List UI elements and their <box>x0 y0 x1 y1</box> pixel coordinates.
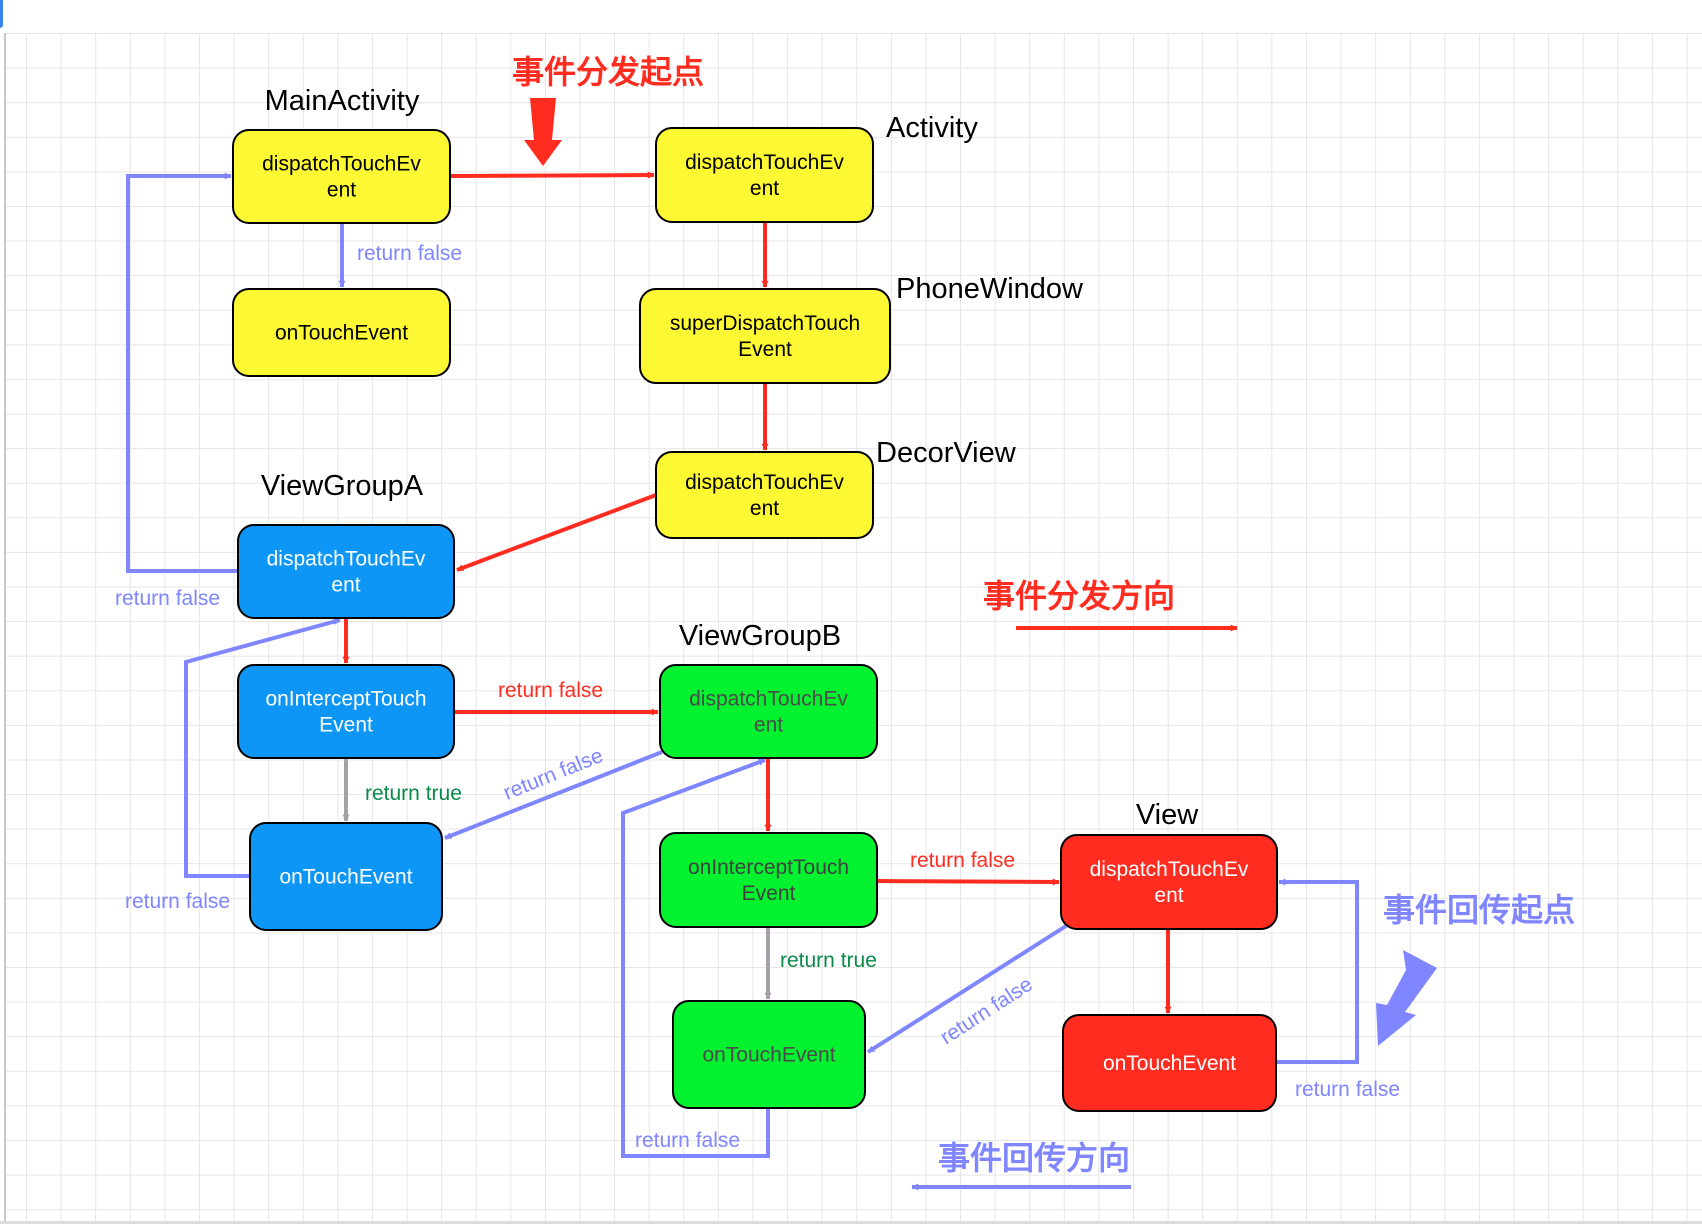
edge-view-to-vgb-ontouch <box>866 924 1068 1054</box>
node-label: ent <box>331 574 360 597</box>
node-view-ontouch: onTouchEvent <box>1062 1014 1277 1112</box>
edge-vgb-intercept-to-view <box>876 878 1060 886</box>
label-main-activity: MainActivity <box>265 85 420 117</box>
edge-view-ontouch-to-view-dispatch <box>1276 878 1359 1064</box>
title-return-start: 事件回传起点 <box>1383 891 1575 929</box>
node-box <box>655 451 874 539</box>
node-box <box>1060 834 1278 930</box>
edge-decor-to-vga <box>456 493 657 572</box>
title-return-direction: 事件回传方向 <box>938 1139 1130 1177</box>
node-box <box>237 524 455 619</box>
node-vgb-dispatch: dispatchTouchEv ent <box>659 664 878 759</box>
node-label: onTouchEvent <box>702 1044 835 1067</box>
node-box <box>639 288 891 384</box>
edge-label-view-to-vgb-return-false: return false <box>936 973 1037 1050</box>
return-start-arrow-icon <box>1376 950 1437 1046</box>
node-label: ent <box>327 179 356 202</box>
node-main-dispatch: dispatchTouchEv ent <box>232 129 451 224</box>
edge-label-vgb-intercept-return-false: return false <box>910 849 1015 872</box>
label-view-group-b: ViewGroupB <box>679 620 841 652</box>
node-vga-ontouch: onTouchEvent <box>249 822 443 931</box>
node-box <box>655 127 874 223</box>
edge-label-vgb-return-true: return true <box>780 949 877 972</box>
node-box <box>672 1000 866 1109</box>
node-decor-dispatch: dispatchTouchEv ent <box>655 451 874 539</box>
edge-vgb-to-vga-ontouch <box>444 750 663 840</box>
edge-vgb-ontouch-to-vgb-dispatch <box>621 758 770 1158</box>
node-label: onTouchEvent <box>1103 1052 1236 1075</box>
edge-vga-ontouch-to-vga-dispatch <box>184 618 341 878</box>
window-tab-edge <box>0 0 3 28</box>
node-activity-dispatch: dispatchTouchEv ent <box>655 127 874 223</box>
label-decor-view: DecorView <box>876 437 1017 469</box>
edge-label-vga-dispatch-return-false: return false <box>115 587 220 610</box>
node-label: ent <box>750 177 779 200</box>
node-label: ent <box>754 714 783 737</box>
label-view-group-a: ViewGroupA <box>261 470 424 502</box>
edge-label-vga-intercept-return-false: return false <box>498 679 603 702</box>
node-vgb-ontouch: onTouchEvent <box>672 1000 866 1109</box>
node-box <box>237 664 455 759</box>
node-label: ent <box>1154 884 1183 907</box>
node-label: dispatchTouchEv <box>1090 858 1249 881</box>
node-label: dispatchTouchEv <box>685 471 844 494</box>
node-label: Event <box>738 338 792 361</box>
node-vga-dispatch: dispatchTouchEv ent <box>237 524 455 619</box>
canvas-bottom-border <box>0 1221 1702 1224</box>
node-label: Event <box>742 882 796 905</box>
label-view: View <box>1136 799 1199 831</box>
node-label: dispatchTouchEv <box>685 151 844 174</box>
node-label: ent <box>750 497 779 520</box>
node-label: dispatchTouchEv <box>689 688 848 711</box>
node-box <box>1062 1014 1277 1112</box>
label-activity: Activity <box>886 112 978 144</box>
title-dispatch-start: 事件分发起点 <box>512 53 704 91</box>
node-label: superDispatchTouch <box>670 312 860 335</box>
title-dispatch-direction: 事件分发方向 <box>983 577 1175 615</box>
edge-label-main-return-false: return false <box>357 242 462 265</box>
node-label: Event <box>319 714 373 737</box>
node-box <box>659 832 878 928</box>
edge-label-vga-return-true: return true <box>365 782 462 805</box>
edge-main-to-activity <box>449 171 655 179</box>
node-label: onTouchEvent <box>275 322 408 345</box>
canvas-left-border <box>4 33 6 1224</box>
node-box <box>249 822 443 931</box>
node-view-dispatch: dispatchTouchEv ent <box>1060 834 1278 930</box>
edge-label-vga-ontouch-return-false: return false <box>125 890 230 913</box>
edge-vga-to-main-return <box>126 172 238 573</box>
node-label: onTouchEvent <box>279 866 412 889</box>
node-box <box>659 664 878 759</box>
node-box <box>232 288 451 377</box>
node-label: dispatchTouchEv <box>262 153 421 176</box>
window-top-bar <box>0 0 1702 33</box>
edge-label-view-ontouch-return-false: return false <box>1295 1078 1400 1101</box>
edge-label-vgb-ontouch-return-false: return false <box>635 1129 740 1152</box>
node-label: onInterceptTouch <box>265 688 426 711</box>
label-phone-window: PhoneWindow <box>896 273 1084 305</box>
node-box <box>232 129 451 224</box>
node-label: onInterceptTouch <box>688 856 849 879</box>
node-label: dispatchTouchEv <box>267 548 426 571</box>
dispatch-start-arrow-icon <box>524 98 562 166</box>
node-main-ontouch: onTouchEvent <box>232 288 451 377</box>
